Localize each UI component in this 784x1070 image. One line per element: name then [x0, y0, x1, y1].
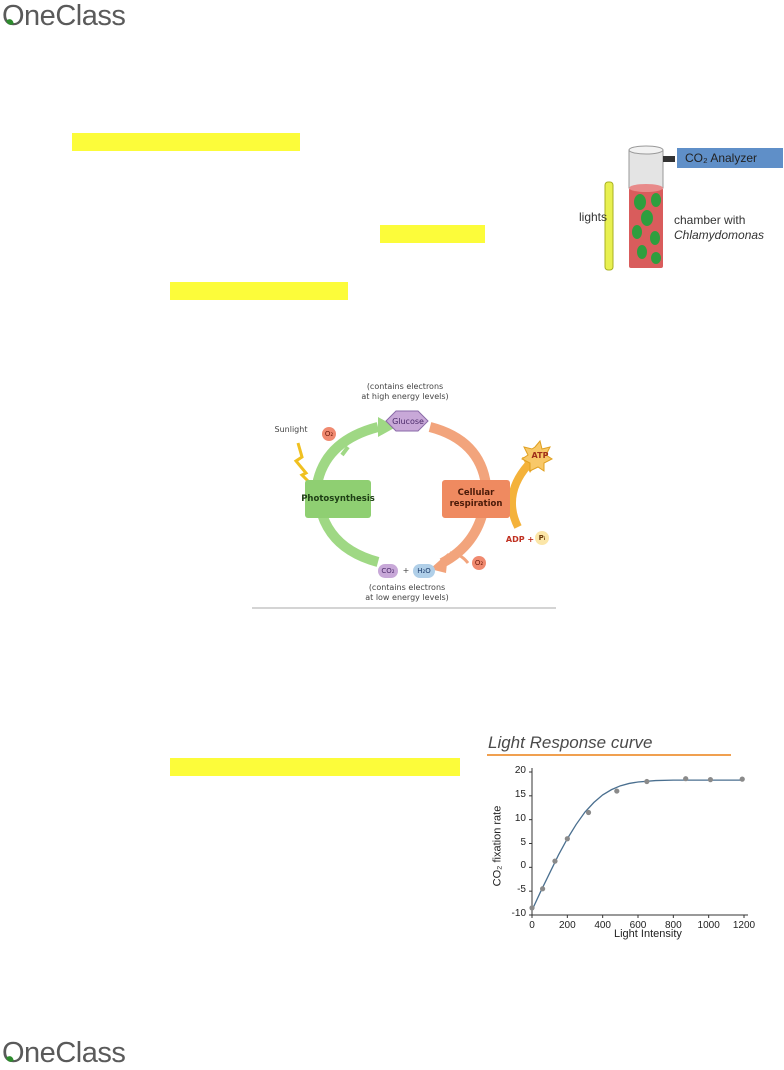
fit-curve-line [531, 779, 744, 911]
atp-label: ATP [531, 451, 549, 460]
glucose-label: Glucose [392, 417, 424, 426]
highlight-bar [170, 758, 460, 776]
h2o-molecule: H₂O [413, 564, 435, 578]
y-tick-label: 5 [520, 836, 526, 848]
y-axis-label: CO₂ fixation rate [491, 805, 504, 887]
data-point [529, 905, 535, 911]
highlight-bar [170, 282, 348, 300]
cellular-respiration-box: Cellular respiration [442, 480, 510, 518]
highlight-bar [72, 133, 300, 151]
x-tick-label: 400 [594, 920, 611, 931]
logo-text-footer: OneClass [2, 1037, 126, 1069]
phosphate-molecule: Pᵢ [535, 531, 549, 545]
title-rule [487, 754, 731, 756]
o2-molecule-left: O₂ [322, 427, 336, 441]
data-point [644, 778, 650, 785]
chart-plot-area [529, 768, 748, 918]
photosynthesis-box: Photosynthesis [301, 480, 375, 518]
data-points [529, 776, 745, 911]
x-tick-label: 0 [529, 920, 535, 931]
lights-label: lights [579, 210, 608, 224]
data-point [552, 858, 558, 864]
respiration-line2: respiration [449, 499, 503, 509]
oneclass-logo-footer: OneClass [2, 1037, 126, 1070]
data-point [540, 886, 546, 892]
chamber-label-line1: chamber with [674, 213, 746, 227]
top-note-line1: (contains electrons [366, 382, 444, 391]
data-point [614, 788, 620, 794]
data-point [683, 776, 689, 782]
y-tick-label: 0 [520, 860, 526, 872]
data-point [739, 776, 745, 782]
bottom-note-line2: at low energy levels) [365, 593, 449, 602]
y-tick-label: -5 [517, 884, 526, 896]
adp-label: ADP + [505, 535, 535, 544]
logo-text: OneClass [2, 0, 126, 32]
data-point [585, 809, 592, 816]
chart-axes [529, 768, 748, 918]
top-note-line2: at high energy levels) [361, 392, 449, 401]
co2-analyzer-label: CO₂ Analyzer [677, 148, 783, 168]
y-tick-label: 15 [514, 788, 526, 800]
x-tick-label: 1000 [697, 920, 720, 931]
x-tick-label: 800 [664, 920, 682, 931]
plus-sign: + [402, 566, 410, 575]
chart-title: Light Response curve [488, 733, 653, 752]
oneclass-logo: OneClass [2, 0, 126, 33]
cycle-arrows [252, 410, 556, 609]
sunlight-label: Sunlight [274, 425, 308, 434]
chamber-label-line2: Chlamydomonas [674, 228, 765, 242]
co2-molecule: CO₂ [378, 564, 398, 578]
chamber-illustration [604, 145, 675, 271]
x-tick-label: 1200 [732, 920, 756, 931]
data-point [564, 836, 570, 842]
y-tick-label: 10 [514, 812, 526, 824]
connector [663, 156, 675, 162]
light-tube [604, 181, 614, 271]
chamber-cap [628, 149, 664, 189]
data-point [707, 777, 714, 783]
x-axis-label: Light Intensity [614, 928, 682, 940]
bottom-note-line1: (contains electrons [368, 583, 446, 592]
x-tick-label: 200 [558, 920, 576, 931]
highlight-bar [380, 225, 485, 243]
respiration-line1: Cellular [457, 488, 495, 498]
y-tick-label: -10 [511, 908, 526, 919]
o2-molecule-right: O₂ [472, 556, 486, 570]
x-tick-label: 600 [629, 920, 647, 931]
y-tick-label: 20 [514, 765, 526, 776]
fit-curve [531, 779, 744, 911]
